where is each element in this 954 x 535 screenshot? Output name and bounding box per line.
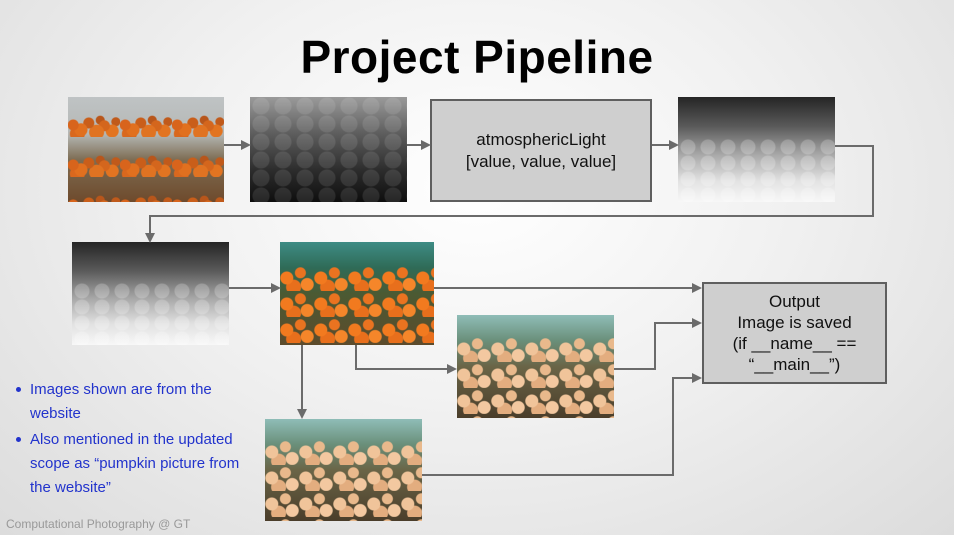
slide-title: Project Pipeline [300,31,654,83]
notes-list: Images shown are from the website Also m… [14,378,254,502]
output-box: Output Image is saved (if __name__ == “_… [702,282,887,384]
atmospheric-light-values: [value, value, value] [465,151,617,171]
arrow-middle-image-to-output [614,318,702,370]
refined-transmission-image [72,242,229,345]
processed-pumpkin-image-bottom [265,419,422,521]
output-label: Output [768,292,821,311]
output-condition-label: (if __name__ == [732,334,857,353]
arrow-bottom-image-to-output [422,373,702,476]
note-item: Images shown are from the website [14,378,254,426]
atmospheric-light-label: atmosphericLight [476,129,606,149]
output-main-label: “__main__”) [748,355,841,374]
transmission-map-image [678,97,835,202]
arrow-transmission-to-refined [145,145,874,243]
processed-pumpkin-image-middle [457,315,614,418]
dark-channel-image [250,97,407,202]
arrow-dehazed-to-middle-image [355,345,457,374]
note-item: Also mentioned in the updated scope as “… [14,428,254,500]
dehazed-pumpkin-image [280,242,434,345]
atmospheric-light-box: atmosphericLight [value, value, value] [430,99,652,202]
footer-text: Computational Photography @ GT [6,517,191,531]
output-saved-label: Image is saved [737,313,852,332]
hazy-pumpkin-input-image [68,97,224,202]
